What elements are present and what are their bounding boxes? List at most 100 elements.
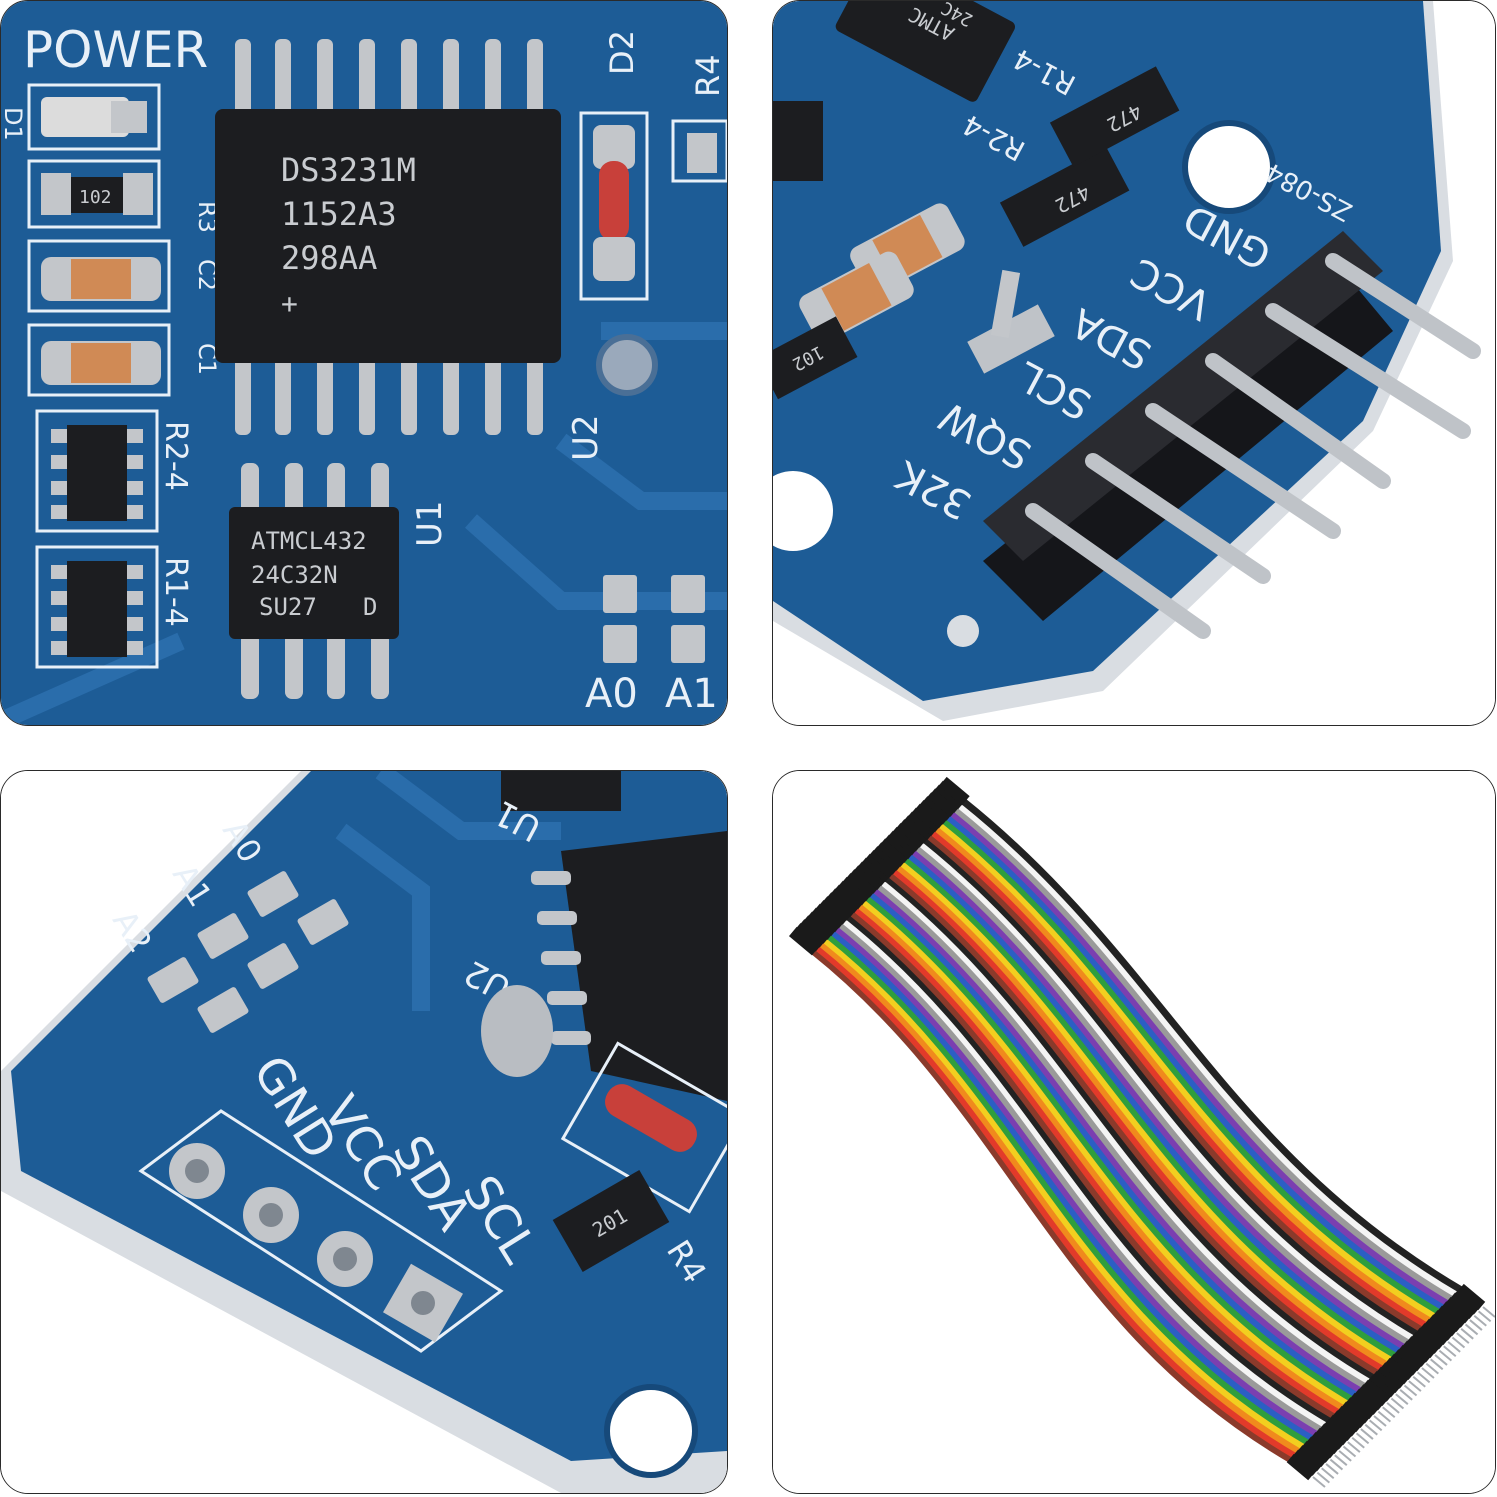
male-connector: [1304, 1436, 1333, 1463]
eeprom-line-4: D: [363, 593, 377, 621]
label-a0: A0: [585, 671, 638, 717]
panel-jumper-wires: [772, 770, 1496, 1494]
pcb-surface: [11, 771, 727, 1461]
male-pin: [1473, 1314, 1487, 1327]
pad: [593, 125, 635, 169]
male-pin: [1395, 1393, 1409, 1405]
mounting-hole-left: [773, 471, 833, 551]
jumper-wire: [953, 805, 1457, 1303]
power-label: POWER: [23, 21, 208, 79]
jumper-wire: [880, 879, 1374, 1386]
header-housing: [983, 271, 1393, 621]
label-u1: U1: [410, 500, 450, 547]
jumper-wire: [876, 882, 1369, 1390]
male-pin: [1460, 1328, 1474, 1340]
jumper-wires-photo: [773, 771, 1495, 1493]
male-connectors: [1286, 1283, 1495, 1488]
male-pin: [1334, 1454, 1348, 1466]
led-d1: [41, 97, 129, 137]
male-connector: [1286, 1453, 1316, 1481]
jumper-wire: [956, 802, 1461, 1299]
male-pin: [1443, 1345, 1457, 1357]
chip-pins-angled: [531, 871, 591, 1045]
label-d2: D2: [603, 30, 641, 75]
male-pin: [1390, 1397, 1405, 1410]
male-connector: [1448, 1292, 1477, 1319]
male-connector: [1417, 1323, 1447, 1350]
male-pin: [1360, 1428, 1374, 1440]
top-chip: [835, 1, 1015, 102]
male-connector: [1343, 1397, 1372, 1424]
male-pin: [1386, 1402, 1400, 1414]
mounting-hole: [1182, 120, 1276, 214]
male-connector: [1299, 1440, 1329, 1468]
chip-line-2: 1152A3: [281, 195, 397, 233]
diode-outline: [560, 1041, 727, 1214]
male-connector: [1404, 1336, 1433, 1363]
pad: [41, 173, 71, 215]
capacitor-c2: [71, 259, 131, 299]
diode-angled: [605, 1084, 697, 1152]
pad: [687, 133, 717, 173]
male-pin: [1364, 1423, 1378, 1436]
male-pin: [1338, 1450, 1352, 1462]
r1-outline: [35, 545, 159, 669]
jumper-wire: [891, 867, 1387, 1373]
jumper-wire: [883, 875, 1378, 1382]
female-connectors: [788, 776, 970, 956]
d2-outline: [579, 111, 649, 301]
c1-outline: [27, 323, 171, 397]
jumper-wire: [841, 917, 1330, 1430]
male-connector: [1325, 1414, 1355, 1442]
chip-fragment: [773, 101, 823, 181]
male-pin: [1412, 1375, 1426, 1388]
r2-outline: [35, 409, 159, 533]
jumper-wire: [910, 848, 1409, 1351]
male-connector: [1295, 1445, 1324, 1472]
jumper-wire: [822, 936, 1308, 1451]
male-pin: [1399, 1389, 1413, 1401]
jumper-wire: [864, 894, 1356, 1403]
jumper-wire: [895, 863, 1391, 1369]
led-pad: [111, 101, 147, 133]
eeprom-top-pins: [241, 463, 389, 519]
chip-line-1: DS3231M: [281, 151, 416, 189]
resistor-code-102: 102: [79, 187, 112, 208]
male-pin: [1438, 1349, 1453, 1362]
male-connector: [1321, 1418, 1351, 1446]
male-pin: [1416, 1371, 1431, 1384]
c2-outline: [27, 239, 171, 313]
header-pins-photo: ATMC 24C 472 472 R1-4 R2-4 102: [773, 1, 1495, 725]
jumper-wire: [872, 886, 1365, 1395]
male-pin: [1329, 1458, 1344, 1471]
male-connector: [1369, 1371, 1399, 1398]
header-pins: [1025, 253, 1481, 639]
male-connector: [1408, 1331, 1438, 1359]
pcb-traces: [1, 322, 727, 725]
jumper-wire: [868, 890, 1361, 1399]
male-connector: [1395, 1344, 1425, 1372]
r2-pads: [51, 429, 143, 519]
male-pin: [1355, 1432, 1370, 1445]
jumper-wire: [960, 798, 1465, 1295]
pad-outline: [138, 1109, 504, 1353]
jumper-wire: [937, 821, 1439, 1321]
jumper-wire: [849, 909, 1339, 1421]
main-chip-bottom-pins: [235, 355, 543, 435]
male-pin: [1351, 1437, 1365, 1449]
capacitor-c1: [71, 343, 131, 383]
resistor-network-r1-angled: 472: [1049, 66, 1180, 167]
pcb-traces: [335, 771, 561, 1011]
male-connector: [1312, 1427, 1342, 1455]
male-connector: [1391, 1349, 1420, 1376]
male-pin: [1316, 1471, 1330, 1484]
solder-blob: [967, 304, 1055, 374]
male-pin: [1382, 1406, 1396, 1419]
ds3231-chip: [215, 109, 561, 363]
jumper-wire: [837, 921, 1326, 1434]
male-pin: [1478, 1310, 1492, 1323]
male-connector: [1356, 1384, 1385, 1411]
pad: [123, 173, 153, 215]
male-pin: [1482, 1306, 1495, 1318]
male-pin: [1464, 1323, 1479, 1336]
